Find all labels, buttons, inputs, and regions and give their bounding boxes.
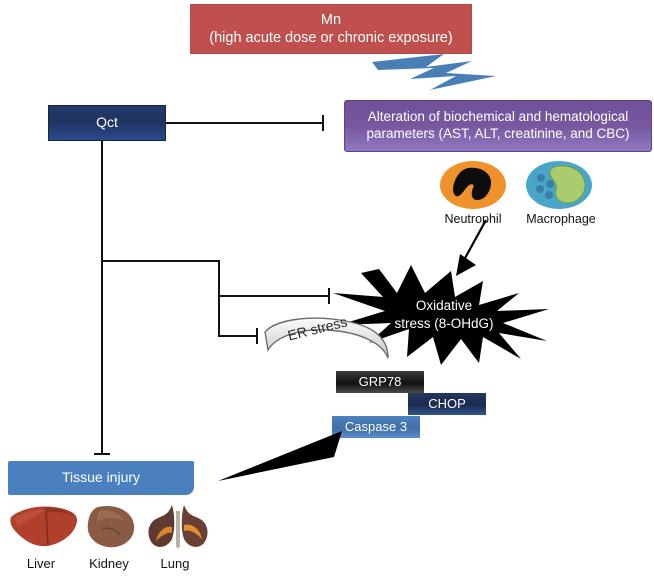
node-tissue-injury-label: Tissue injury — [61, 469, 141, 486]
organ-liver-label: Liver — [26, 556, 56, 571]
node-mn-line1: Mn — [320, 11, 342, 28]
neutrophil-icon — [440, 161, 506, 209]
node-er-stress: ER stress — [262, 313, 390, 370]
connector-qct-trunk — [101, 141, 103, 454]
inhibition-bar-alteration — [322, 115, 324, 131]
node-chop-label: CHOP — [428, 395, 466, 411]
node-mn: Mn (high acute dose or chronic exposure) — [190, 4, 472, 54]
macrophage-icon — [526, 161, 592, 209]
er-stress-shape-icon — [264, 317, 389, 359]
node-qct: Qct — [48, 105, 166, 141]
cell-macrophage: Macrophage — [524, 160, 598, 226]
inhibition-bar-er-stress — [256, 328, 258, 344]
connector-branch-top — [101, 260, 220, 262]
organ-lung: Lung — [142, 501, 208, 571]
lung-icon — [148, 505, 208, 548]
node-chop: CHOP — [408, 393, 486, 415]
kidney-icon — [87, 505, 135, 548]
lightning-bolt-icon — [372, 54, 496, 90]
connector-branch-vertical — [218, 260, 220, 336]
cell-neutrophil-label: Neutrophil — [444, 212, 502, 226]
node-caspase3-label: Caspase 3 — [344, 418, 408, 434]
arrow-neutrophil-to-oxidative-stress — [456, 219, 487, 276]
arrow-caspase3-to-tissue-injury — [218, 431, 342, 481]
cell-macrophage-label: Macrophage — [526, 212, 596, 226]
burst-shape-icon — [333, 265, 549, 365]
organ-kidney: Kidney — [76, 501, 142, 571]
node-qct-label: Qct — [96, 114, 118, 131]
node-alteration-line2: parameters (AST, ALT, creatinine, and CB… — [366, 126, 630, 141]
node-alteration: Alteration of biochemical and hematologi… — [344, 100, 652, 152]
liver-icon — [10, 506, 78, 547]
connector-to-er-stress — [218, 335, 258, 337]
node-alteration-line1: Alteration of biochemical and hematologi… — [367, 109, 629, 125]
connector-to-oxidative-stress — [218, 295, 330, 297]
inhibition-bar-tissue-injury — [94, 453, 110, 455]
node-mn-line2: (high acute dose or chronic exposure) — [209, 30, 453, 46]
organ-kidney-label: Kidney — [89, 556, 129, 571]
cell-neutrophil: Neutrophil — [438, 160, 508, 226]
node-grp78-label: GRP78 — [358, 373, 402, 389]
connector-qct-to-alteration — [166, 122, 322, 124]
organ-liver: Liver — [8, 501, 78, 571]
node-grp78: GRP78 — [336, 371, 424, 393]
organ-lung-label: Lung — [160, 556, 190, 571]
node-caspase3: Caspase 3 — [332, 416, 420, 438]
node-tissue-injury: Tissue injury — [8, 461, 194, 495]
inhibition-bar-oxidative-stress — [328, 288, 330, 304]
